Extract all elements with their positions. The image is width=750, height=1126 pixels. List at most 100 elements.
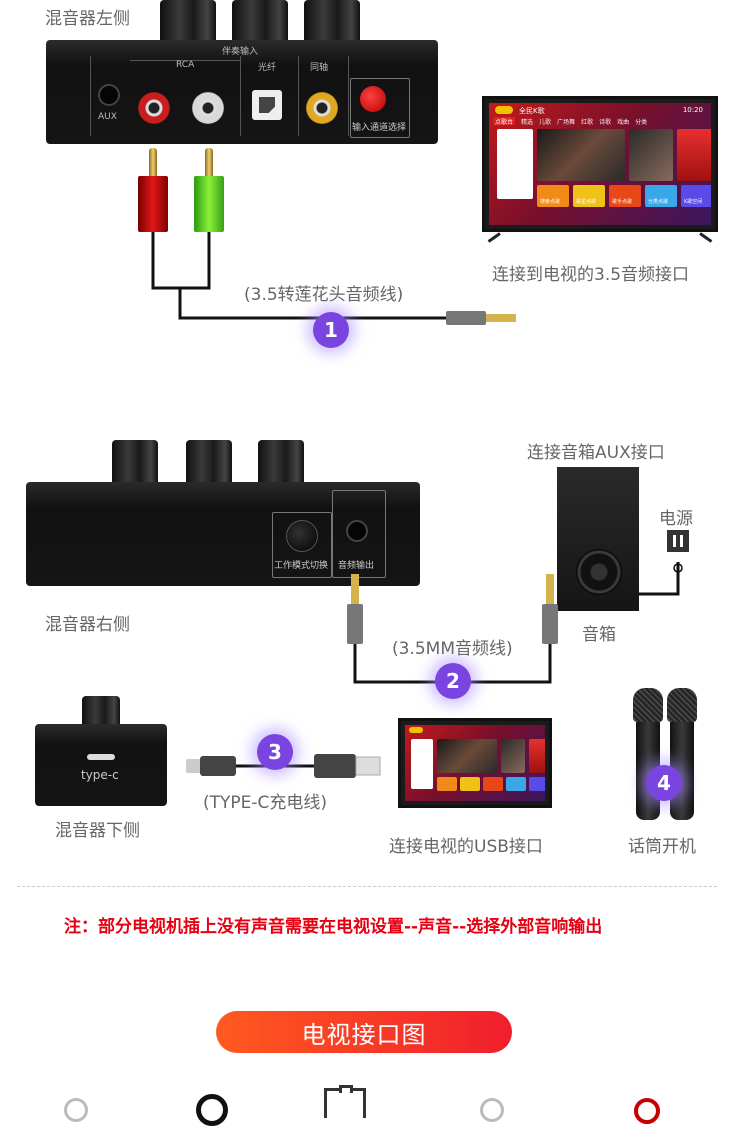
audio-out-label: 音频输出 <box>338 561 375 571</box>
input-select-button[interactable] <box>360 86 386 112</box>
cable-1-line <box>180 232 211 290</box>
mixer-knob-2 <box>186 440 232 484</box>
label-mixer-bottom: 混音器下侧 <box>55 821 140 841</box>
tv-2-screen <box>405 725 545 801</box>
tv-2-qr-tile <box>411 739 433 789</box>
panel-divider <box>240 56 241 136</box>
mixer-knob-1 <box>112 440 158 484</box>
tv-1-tab: 精选 <box>521 119 534 126</box>
mode-switch-label: 工作模式切换 <box>274 561 329 571</box>
label-mic-on: 话筒开机 <box>628 837 696 857</box>
mixer-left-panel: 伴奏输入 AUX RCA 光纤 同轴 输入通道选择 <box>46 40 438 144</box>
cable-2-plug-right-tip <box>546 574 554 604</box>
step-1-badge: 1 <box>313 312 349 348</box>
panel-divider <box>298 56 299 136</box>
mixer-right-panel: 工作模式切换 音频输出 <box>26 482 420 586</box>
rca-label: RCA <box>176 60 195 70</box>
mixer-knob-3 <box>304 0 360 42</box>
cable-3-svg <box>186 754 381 778</box>
optical-port-icon <box>252 90 282 120</box>
speaker <box>557 467 639 611</box>
tv-2-tile <box>483 777 503 791</box>
cable-2-plug-left-body <box>347 604 363 644</box>
type-c-port-icon <box>87 754 115 760</box>
tv-1-tile-star: 歌星点歌 <box>573 185 605 207</box>
tv-1-tab: 儿歌 <box>539 119 552 126</box>
optical-label: 光纤 <box>258 63 277 73</box>
port-icon-round <box>64 1098 88 1122</box>
audio-out-jack-icon <box>346 520 368 542</box>
tv-1-tab: 分类 <box>635 119 648 126</box>
port-icon-rj45 <box>324 1085 366 1118</box>
mode-switch-button[interactable] <box>286 520 318 552</box>
mixer-knob-1 <box>160 0 216 42</box>
aux-jack-icon <box>98 84 120 106</box>
label-mixer-right: 混音器右侧 <box>45 615 130 635</box>
mixer-knob-2 <box>232 0 288 42</box>
tv-1-tab-bar: 点歌台 精选 儿歌 广场舞 红歌 诗歌 戏曲 分类 <box>493 117 707 126</box>
tv-2-tile <box>437 777 457 791</box>
port-icon-round-black <box>196 1094 228 1126</box>
tv-1-brand: 全民K歌 <box>519 107 545 115</box>
cable-1-label: (3.5转莲花头音频线) <box>244 285 404 305</box>
cable-3-label: (TYPE-C充电线) <box>203 793 328 813</box>
power-cord-svg <box>639 562 683 596</box>
panel-divider <box>130 60 240 61</box>
panel-divider <box>90 56 91 136</box>
port-icon-round-gray <box>480 1098 504 1122</box>
cable-2-plug-right-body <box>542 604 558 644</box>
cable-1-plug-body <box>446 311 486 325</box>
tv-1-tab: 红歌 <box>581 119 594 126</box>
cable-2-plug-left-tip <box>351 574 359 604</box>
cable-2-label: (3.5MM音频线) <box>392 639 513 659</box>
port-icon-round-red <box>634 1098 660 1124</box>
label-tv-35: 连接到电视的3.5音频接口 <box>492 265 690 285</box>
step-4-badge: 4 <box>646 765 682 801</box>
tv-2-logo-icon <box>409 727 423 733</box>
tv-2-banner-2 <box>501 739 525 773</box>
tv-1-time: 10:20 <box>682 106 703 114</box>
aux-label: AUX <box>98 112 117 122</box>
tv-1-tab: 戏曲 <box>617 119 630 126</box>
tv-1: 全民K歌 10:20 点歌台 精选 儿歌 广场舞 红歌 诗歌 戏曲 分类 搜索点… <box>482 96 718 232</box>
label-power: 电源 <box>659 509 693 529</box>
cable-3-usb-plug <box>355 756 381 776</box>
panel-divider <box>348 56 349 136</box>
mixer-knob-bottom <box>82 696 120 724</box>
mode-switch-frame <box>272 512 332 578</box>
rca-red-jack-icon <box>138 92 170 124</box>
tv-1-tile-category: 分类点歌 <box>645 185 677 207</box>
dashed-divider <box>17 886 717 887</box>
cable-3-usb-body <box>314 754 356 778</box>
tv-1-banner <box>537 129 625 181</box>
coaxial-label: 同轴 <box>310 63 329 73</box>
power-switch-icon <box>667 530 689 552</box>
cable-1-svg <box>151 232 516 325</box>
tv-2-tile <box>529 777 545 791</box>
coaxial-jack-icon <box>306 92 338 124</box>
label-speaker: 音箱 <box>582 625 616 645</box>
rca-white-jack-icon <box>192 92 224 124</box>
tv-1-tab: 点歌台 <box>493 117 516 126</box>
tv-1-tab: 诗歌 <box>599 119 612 126</box>
cable-3-typec-plug <box>186 759 202 773</box>
cable-1-plug-tip <box>486 314 516 322</box>
tv-1-qr-tile <box>497 129 533 199</box>
speaker-woofer-icon <box>576 549 622 595</box>
tv-2-promo <box>529 739 545 773</box>
input-select-frame <box>350 78 410 138</box>
label-speaker-aux: 连接音箱AUX接口 <box>527 443 665 463</box>
mixer-bottom-panel: type-c <box>35 724 167 806</box>
cable-3-typec-body <box>200 756 236 776</box>
tv-1-tile-search: 搜索点歌 <box>537 185 569 207</box>
tv-1-screen: 全民K歌 10:20 点歌台 精选 儿歌 广场舞 红歌 诗歌 戏曲 分类 搜索点… <box>489 103 711 225</box>
label-tv-usb: 连接电视的USB接口 <box>389 837 543 857</box>
settings-note: 注：部分电视机插上没有声音需要在电视设置--声音--选择外部音响输出 <box>64 917 603 937</box>
rca-plug-red <box>136 148 170 232</box>
tv-1-promo <box>677 129 711 181</box>
microphone-2 <box>667 688 697 820</box>
tv-1-banner-2 <box>629 129 673 181</box>
tv-1-logo-icon <box>495 106 513 114</box>
tv-2-tile <box>506 777 526 791</box>
tv-1-tab: 广场舞 <box>557 119 576 126</box>
